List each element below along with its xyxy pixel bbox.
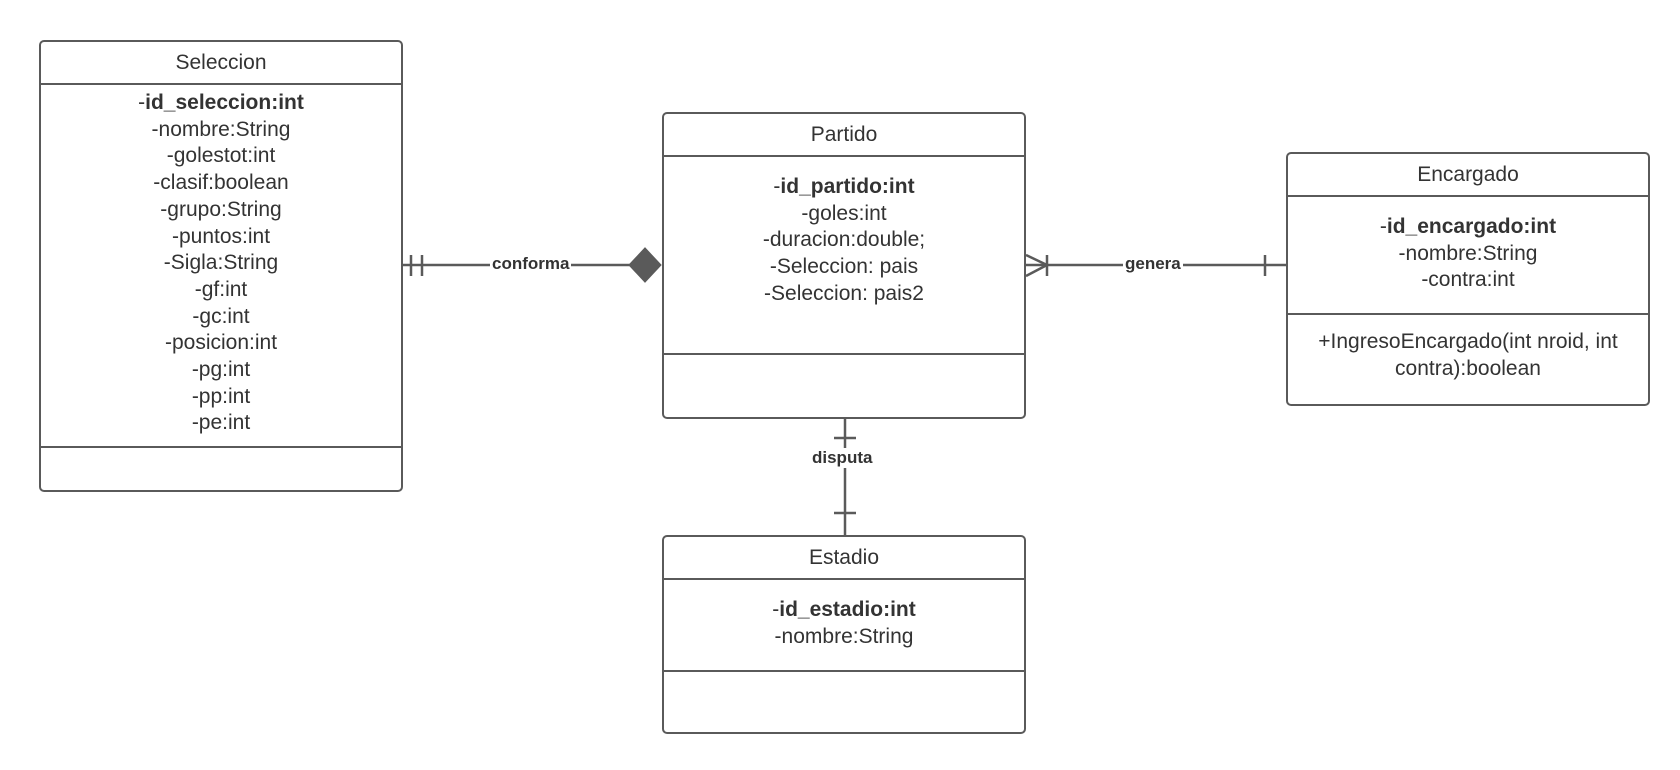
attribute: -pp:int: [191, 384, 251, 408]
primary-key-attribute: -id_estadio:int: [772, 598, 916, 621]
attribute: -puntos:int: [171, 224, 271, 248]
relation-label-genera: genera: [1123, 254, 1183, 274]
attribute: -contra:int: [1421, 268, 1515, 292]
attribute: -nombre:String: [1398, 241, 1538, 265]
class-attributes: -id_partido:int -goles:int -duracion:dou…: [664, 157, 1024, 355]
primary-key-attribute: -id_seleccion:int: [138, 91, 304, 114]
relation-disputa: [834, 418, 856, 535]
attribute: -Sigla:String: [163, 251, 279, 275]
attribute: -grupo:String: [160, 197, 282, 221]
class-attributes: -id_seleccion:int -nombre:String -golest…: [41, 85, 401, 448]
attribute: -goles:int: [801, 201, 887, 225]
attribute: -Seleccion: pais: [769, 255, 919, 279]
attribute: -pe:int: [191, 411, 251, 435]
attribute: -duracion:double;: [762, 228, 926, 252]
composition-diamond-marker: [628, 247, 662, 283]
relation-label-conforma: conforma: [490, 254, 572, 274]
primary-key-attribute: -id_encargado:int: [1379, 215, 1557, 238]
class-encargado[interactable]: Encargado -id_encargado:int -nombre:Stri…: [1286, 152, 1650, 406]
class-seleccion[interactable]: Seleccion -id_seleccion:int -nombre:Stri…: [39, 40, 403, 492]
attribute: -nombre:String: [151, 117, 291, 141]
attribute: -pg:int: [191, 358, 251, 382]
relation-label-disputa: disputa: [810, 448, 875, 468]
attribute: -Seleccion: pais2: [764, 281, 924, 305]
class-attributes: -id_estadio:int -nombre:String: [664, 580, 1024, 672]
attribute: -golestot:int: [166, 144, 276, 168]
class-attributes: -id_encargado:int -nombre:String -contra…: [1288, 197, 1648, 315]
class-name: Encargado: [1288, 154, 1648, 197]
class-partido[interactable]: Partido -id_partido:int -goles:int -dura…: [662, 112, 1026, 419]
class-name: Partido: [664, 114, 1024, 157]
class-name: Estadio: [664, 537, 1024, 580]
attribute: -gf:int: [194, 277, 248, 301]
operation: contra):boolean: [1395, 356, 1541, 380]
primary-key-attribute: -id_partido:int: [773, 175, 915, 198]
attribute: -clasif:boolean: [153, 171, 289, 195]
operation: +IngresoEncargado(int nroid, int: [1318, 330, 1618, 353]
attribute: -gc:int: [192, 304, 250, 328]
class-name: Seleccion: [41, 42, 401, 85]
class-operations: +IngresoEncargado(int nroid, int contra)…: [1288, 315, 1648, 382]
attribute: -nombre:String: [774, 624, 914, 648]
class-estadio[interactable]: Estadio -id_estadio:int -nombre:String: [662, 535, 1026, 734]
crowfoot-bottom: [1025, 263, 1048, 278]
attribute: -posicion:int: [164, 331, 278, 355]
crowfoot-top: [1025, 253, 1048, 267]
